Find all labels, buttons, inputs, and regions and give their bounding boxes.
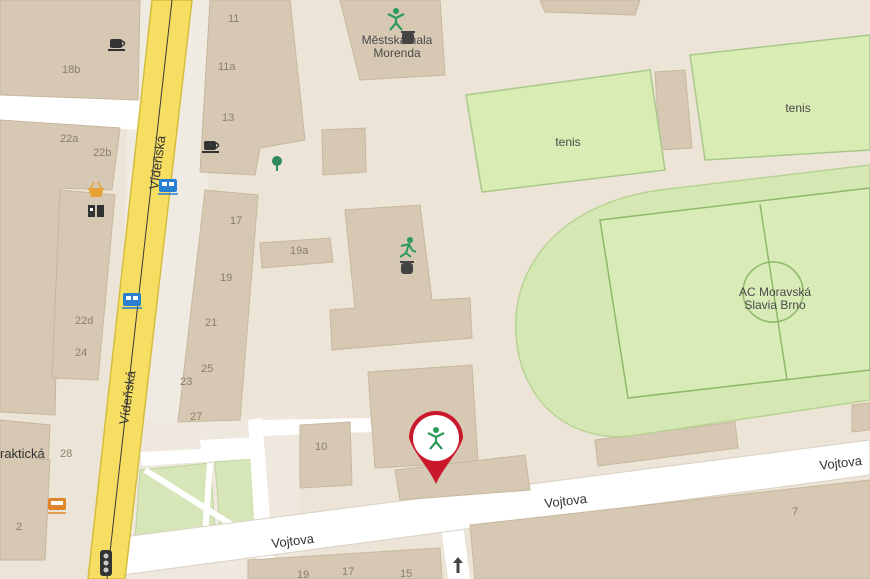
building-sport (329, 204, 473, 351)
place-label-stadium-line2: Slavia Brno (744, 298, 806, 312)
house-number: 11 (228, 13, 239, 25)
field-center-line (759, 203, 788, 381)
house-number: 28 (60, 448, 72, 460)
field-center-circle (742, 261, 804, 323)
place-label-stadium-line1: AC Moravská (739, 285, 811, 299)
house-number: 25 (201, 363, 213, 375)
shop-icon[interactable] (88, 181, 104, 197)
pin-sports-icon (427, 427, 445, 450)
building-7 (469, 479, 870, 579)
cafe-icon[interactable] (202, 141, 220, 153)
tram-line (106, 0, 173, 579)
house-number: 18b (62, 64, 80, 76)
house-number: 27 (190, 411, 202, 423)
house-number: 19a (290, 245, 309, 257)
house-number: 22b (93, 147, 111, 159)
side-road-south (440, 518, 470, 579)
side-road-4 (140, 446, 264, 466)
house-number: 23 (180, 376, 192, 388)
house-number: 22d (75, 315, 93, 327)
building-mestska-hala (339, 0, 446, 81)
place-label-mestska-hala-line1: Městská hala (362, 33, 433, 47)
house-number: 10 (315, 441, 327, 453)
building-11-13 (199, 0, 306, 176)
building-top (539, 0, 641, 16)
building-right-edge (851, 402, 870, 433)
sports-hall-icon[interactable] (387, 8, 405, 31)
house-number: 24 (75, 347, 87, 359)
building-22a (0, 119, 121, 416)
tree-icon (272, 156, 282, 171)
tram-icon[interactable] (158, 179, 178, 195)
waste-bin-icon (400, 261, 414, 274)
street-label-vojtova-left: Vojtova (271, 531, 316, 551)
place-label-tenis-left: tenis (555, 135, 580, 149)
stadium-field (599, 187, 870, 399)
building-18b (0, 0, 141, 101)
house-number: 2 (16, 521, 22, 533)
shop-icon[interactable] (88, 205, 104, 217)
house-number: 22a (60, 133, 79, 145)
house-number: 21 (205, 317, 217, 329)
house-number: 17 (230, 215, 242, 227)
house-number: 11a (218, 61, 236, 73)
street-label-vojtova-mid: Vojtova (544, 491, 589, 511)
tram-icon[interactable] (122, 293, 142, 309)
place-label-tenis-right: tenis (785, 101, 810, 115)
cafe-icon[interactable] (108, 39, 126, 51)
waste-bin-icon (401, 31, 415, 44)
tennis-court-left (465, 69, 666, 193)
location-pin-icon[interactable] (409, 411, 463, 484)
house-number: 15 (400, 568, 412, 579)
park-path-2 (202, 462, 213, 536)
street-label-prakticka: raktická (0, 446, 46, 461)
one-way-arrow-icon (453, 557, 463, 573)
running-icon[interactable] (399, 237, 417, 258)
building-small (321, 127, 367, 176)
house-number: 17 (342, 566, 354, 578)
building-10 (299, 421, 353, 489)
street-label-vojtova-right: Vojtova (819, 453, 864, 473)
house-number: 13 (222, 112, 234, 124)
building-19a (259, 237, 334, 269)
place-label-mestska-hala-line2: Morenda (373, 46, 421, 60)
building-15-21 (247, 547, 443, 579)
side-road-18b (0, 95, 150, 130)
traffic-light-icon (100, 550, 112, 576)
house-number: 19 (297, 569, 309, 579)
building-2 (0, 454, 51, 561)
house-number: 19 (220, 272, 232, 284)
building-17-27 (177, 189, 259, 423)
bus-icon[interactable] (48, 498, 66, 514)
house-number: 7 (792, 506, 798, 518)
tennis-court-right (689, 34, 870, 161)
